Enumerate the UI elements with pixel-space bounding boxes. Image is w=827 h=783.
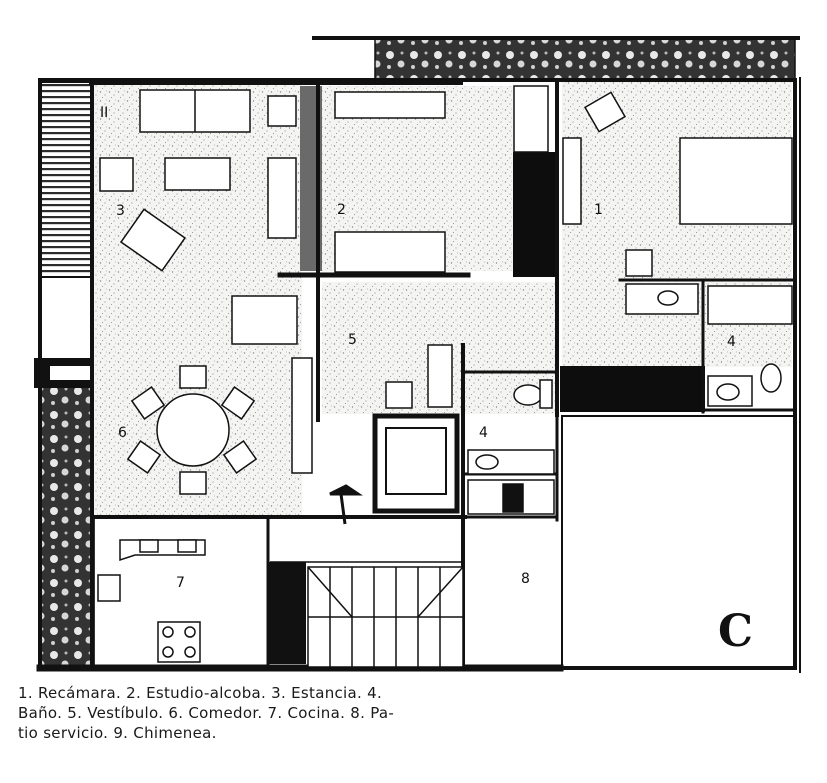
- legend-line-3: tio servicio. 9. Chimenea.: [18, 724, 217, 742]
- patio-court: [561, 415, 796, 669]
- stair-diagonal: [307, 566, 353, 618]
- coffee-table: [164, 157, 231, 191]
- label-kitchen: 7: [176, 575, 185, 591]
- study-closet-black: [513, 152, 555, 277]
- fireplace-inner: [385, 427, 447, 495]
- armchair-left: [99, 157, 134, 192]
- burner-2: [184, 626, 196, 638]
- burner-1: [162, 626, 174, 638]
- study-wardrobe: [513, 85, 549, 153]
- floor-plan: 1 2 3 4 4 5 6 7 8 II C: [34, 36, 801, 673]
- label-bath-a: 4: [479, 425, 488, 441]
- dining-chair-bottom: [179, 471, 207, 495]
- label-hall: 5: [348, 332, 357, 348]
- label-service: 8: [521, 571, 530, 587]
- bedroom-closet-black: [560, 366, 705, 412]
- study-shelf: [334, 91, 446, 119]
- bath-a-toilet: [513, 384, 543, 406]
- bath-b-sink: [716, 383, 740, 401]
- legend-line-2: Baño. 5. Vestíbulo. 6. Comedor. 7. Cocin…: [18, 704, 395, 722]
- vanity-basin: [657, 290, 679, 306]
- label-study: 2: [337, 202, 346, 218]
- label-dining: 6: [118, 425, 127, 441]
- dining-chair-bl: [126, 440, 162, 474]
- hall-stool: [385, 381, 413, 409]
- lounge-chair: [120, 208, 186, 272]
- bathtub: [707, 285, 793, 325]
- window-box-inner: [50, 366, 90, 380]
- hall-bench: [427, 344, 453, 408]
- stair-diagonal: [417, 566, 464, 618]
- burner-3: [162, 646, 174, 658]
- terrace-strip: [39, 81, 93, 278]
- bath-a-tank: [539, 379, 553, 409]
- bath-a-sink: [475, 454, 499, 470]
- burner-4: [184, 646, 196, 658]
- garden-planting-top: [374, 37, 796, 81]
- dining-chair-br: [222, 440, 258, 474]
- bedroom-chair: [583, 91, 627, 133]
- legend-line-1: 1. Recámara. 2. Estudio-alcoba. 3. Estan…: [18, 684, 383, 702]
- label-bedroom: 1: [594, 202, 603, 218]
- double-bed: [679, 137, 793, 225]
- plan-legend: 1. Recámara. 2. Estudio-alcoba. 3. Estan…: [18, 683, 578, 743]
- kitchen-black-block: [268, 562, 306, 664]
- nightstand: [625, 249, 653, 277]
- label-living: 3: [116, 203, 125, 219]
- dining-chair-tl: [130, 386, 166, 420]
- dresser: [562, 137, 582, 225]
- label-fireplace: II: [100, 105, 108, 121]
- dining-chair-tr: [220, 386, 256, 420]
- kitchen-unit-black: [502, 483, 524, 513]
- sideboard: [291, 357, 313, 474]
- bench-living: [231, 295, 298, 345]
- kitchen-shelf-b: [177, 539, 197, 553]
- kitchen-shelf-a: [139, 539, 159, 553]
- dining-table: [156, 393, 230, 467]
- side-table: [267, 95, 297, 127]
- bath-b-toilet: [760, 363, 782, 393]
- dining-chair-top: [179, 365, 207, 389]
- plate-letter: C: [718, 606, 753, 657]
- label-bath-b: 4: [727, 334, 736, 350]
- garden-planting-left: [40, 388, 95, 666]
- study-bed: [334, 231, 446, 273]
- bookcase-living: [267, 157, 297, 239]
- entry-lamp-icon: [329, 484, 363, 525]
- kitchen-sink: [97, 574, 121, 602]
